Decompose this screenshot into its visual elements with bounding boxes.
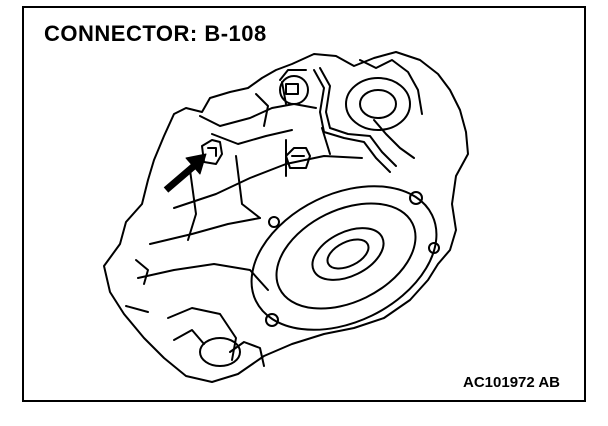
transmission-illustration <box>103 51 469 383</box>
b108-connector <box>201 139 223 165</box>
center-connector <box>285 147 311 169</box>
converter-ring <box>275 202 417 310</box>
fluid-pipe <box>313 69 391 173</box>
converter-housing <box>250 185 438 331</box>
arrow-icon <box>163 153 207 193</box>
housing-outline <box>103 51 469 383</box>
top-sensor <box>279 75 309 105</box>
end-cover <box>345 77 411 131</box>
diagram-frame: CONNECTOR: B-108 <box>22 6 586 402</box>
connector-title: CONNECTOR: B-108 <box>44 21 267 46</box>
figure-code: AC101972 AB <box>463 374 560 391</box>
converter-hub <box>311 227 385 281</box>
